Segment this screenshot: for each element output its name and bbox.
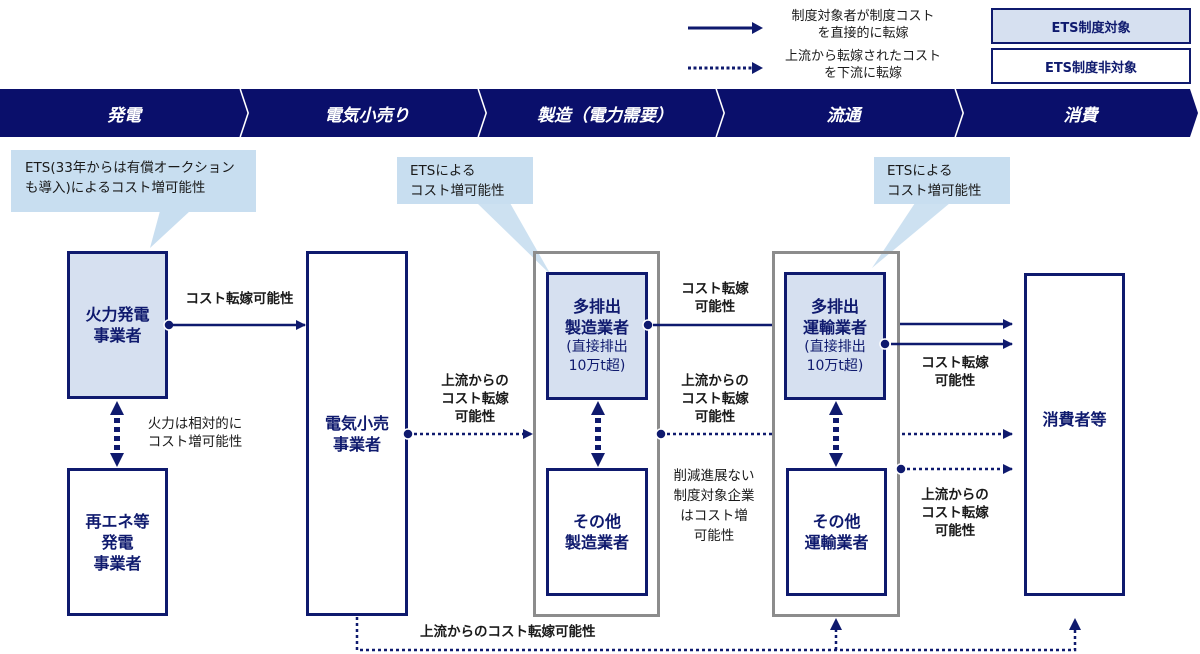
arrow-heavy-other-transporter-compare — [829, 401, 843, 467]
node-heavy-emitter-transporter-sub: (直接排出 10万t超) — [804, 339, 866, 374]
stage-label-consumption: 消費 — [1063, 105, 1098, 126]
node-other-transporter-title: その他 運輸業者 — [804, 512, 869, 552]
node-other-manufacturer-title: その他 製造業者 — [564, 512, 629, 552]
label-transport-to-consumer-upstream: 上流からの コスト転嫁 可能性 — [921, 487, 989, 539]
legend-dotted-arrow-label: 上流から転嫁されたコスト を下流に転嫁 — [784, 49, 941, 81]
node-electricity-retailer-title: 電気小売 事業者 — [324, 413, 389, 454]
stage-label-distribution: 流通 — [826, 105, 861, 126]
value-chain-stage-bar — [0, 89, 1198, 137]
label-thermal-to-retail: コスト転嫁可能性 — [185, 291, 294, 307]
callout-power-text: ETS(33年からは有償オークション も導入)によるコスト増可能性 — [25, 160, 235, 196]
node-heavy-emitter-manufacturer: 多排出 製造業者 (直接排出 10万t超) — [546, 272, 648, 400]
node-renewable-power: 再エネ等 発電 事業者 — [67, 468, 168, 616]
node-consumers-title: 消費者等 — [1042, 410, 1107, 429]
node-heavy-emitter-manufacturer-title: 多排出 製造業者 — [564, 297, 629, 337]
legend-arrows — [688, 22, 763, 74]
arrow-bottom-upstream-loop — [355, 617, 1081, 652]
line-manufacturing-to-transport-upstream — [655, 428, 772, 440]
stage-label-generation: 発電 — [107, 105, 141, 126]
stage-chevron-generation — [0, 89, 248, 137]
label-bottom-upstream: 上流からのコスト転嫁可能性 — [420, 624, 596, 640]
arrow-thermal-renewable-compare — [110, 401, 124, 467]
node-electricity-retailer: 電気小売 事業者 — [306, 251, 408, 616]
stage-label-retail: 電気小売り — [324, 105, 410, 126]
transport-group — [772, 251, 900, 617]
legend-not-covered-box: ETS制度非対象 — [991, 48, 1191, 84]
label-transport-to-consumer-direct: コスト転嫁 可能性 — [921, 355, 989, 389]
legend-solid-arrow-icon — [688, 22, 763, 34]
arrow-heavy-other-manufacturer-compare — [591, 401, 605, 467]
stage-chevron-distribution — [717, 89, 963, 137]
node-thermal-power: 火力発電 事業者 — [67, 251, 168, 399]
legend-covered-box: ETS制度対象 — [991, 8, 1191, 44]
node-heavy-emitter-transporter: 多排出 運輸業者 (直接排出 10万t超) — [784, 272, 886, 400]
stage-chevron-retail — [241, 89, 486, 137]
arrow-heavy-transporter-to-consumer — [879, 338, 1013, 350]
line-manufacturing-to-transport-direct — [642, 319, 772, 331]
label-thermal-vs-renewable: 火力は相対的に コスト増可能性 — [147, 416, 243, 450]
node-other-transporter: その他 運輸業者 — [786, 468, 887, 596]
legend-solid-arrow-label: 制度対象者が制度コスト を直接的に転嫁 — [791, 9, 935, 41]
node-heavy-emitter-transporter-title: 多排出 運輸業者 — [802, 297, 867, 337]
callout-transport-text: ETSによる コスト増可能性 — [887, 163, 982, 199]
node-thermal-power-title: 火力発電 事業者 — [85, 305, 150, 345]
label-manufacturing-to-transport-upstream: 上流からの コスト転嫁 可能性 — [681, 373, 749, 425]
arrow-other-transporter-to-consumer — [895, 463, 1013, 475]
callout-power-bubble — [11, 150, 256, 248]
arrow-thermal-to-retail — [163, 319, 306, 331]
stage-label-manufacturing: 製造（電力需要） — [537, 105, 673, 126]
callout-manufacturing-text: ETSによる コスト増可能性 — [410, 163, 505, 199]
node-heavy-emitter-manufacturer-sub: (直接排出 10万t超) — [566, 339, 628, 374]
label-manufacturing-note: 削減進展ない 制度対象企業 はコスト増 可能性 — [673, 468, 755, 544]
node-other-manufacturer: その他 製造業者 — [546, 468, 648, 596]
callout-manufacturing-bubble — [397, 157, 551, 275]
stage-chevron-manufacturing — [479, 89, 724, 137]
label-retail-to-manufacturing: 上流からの コスト転嫁 可能性 — [441, 373, 509, 425]
legend-dotted-arrow-icon — [688, 62, 763, 74]
stage-chevron-consumption — [956, 89, 1198, 137]
node-consumers: 消費者等 — [1024, 273, 1125, 596]
node-renewable-power-title: 再エネ等 発電 事業者 — [85, 511, 150, 573]
label-manufacturing-to-transport-direct: コスト転嫁 可能性 — [681, 281, 749, 315]
arrow-retail-to-manufacturing — [402, 428, 533, 440]
